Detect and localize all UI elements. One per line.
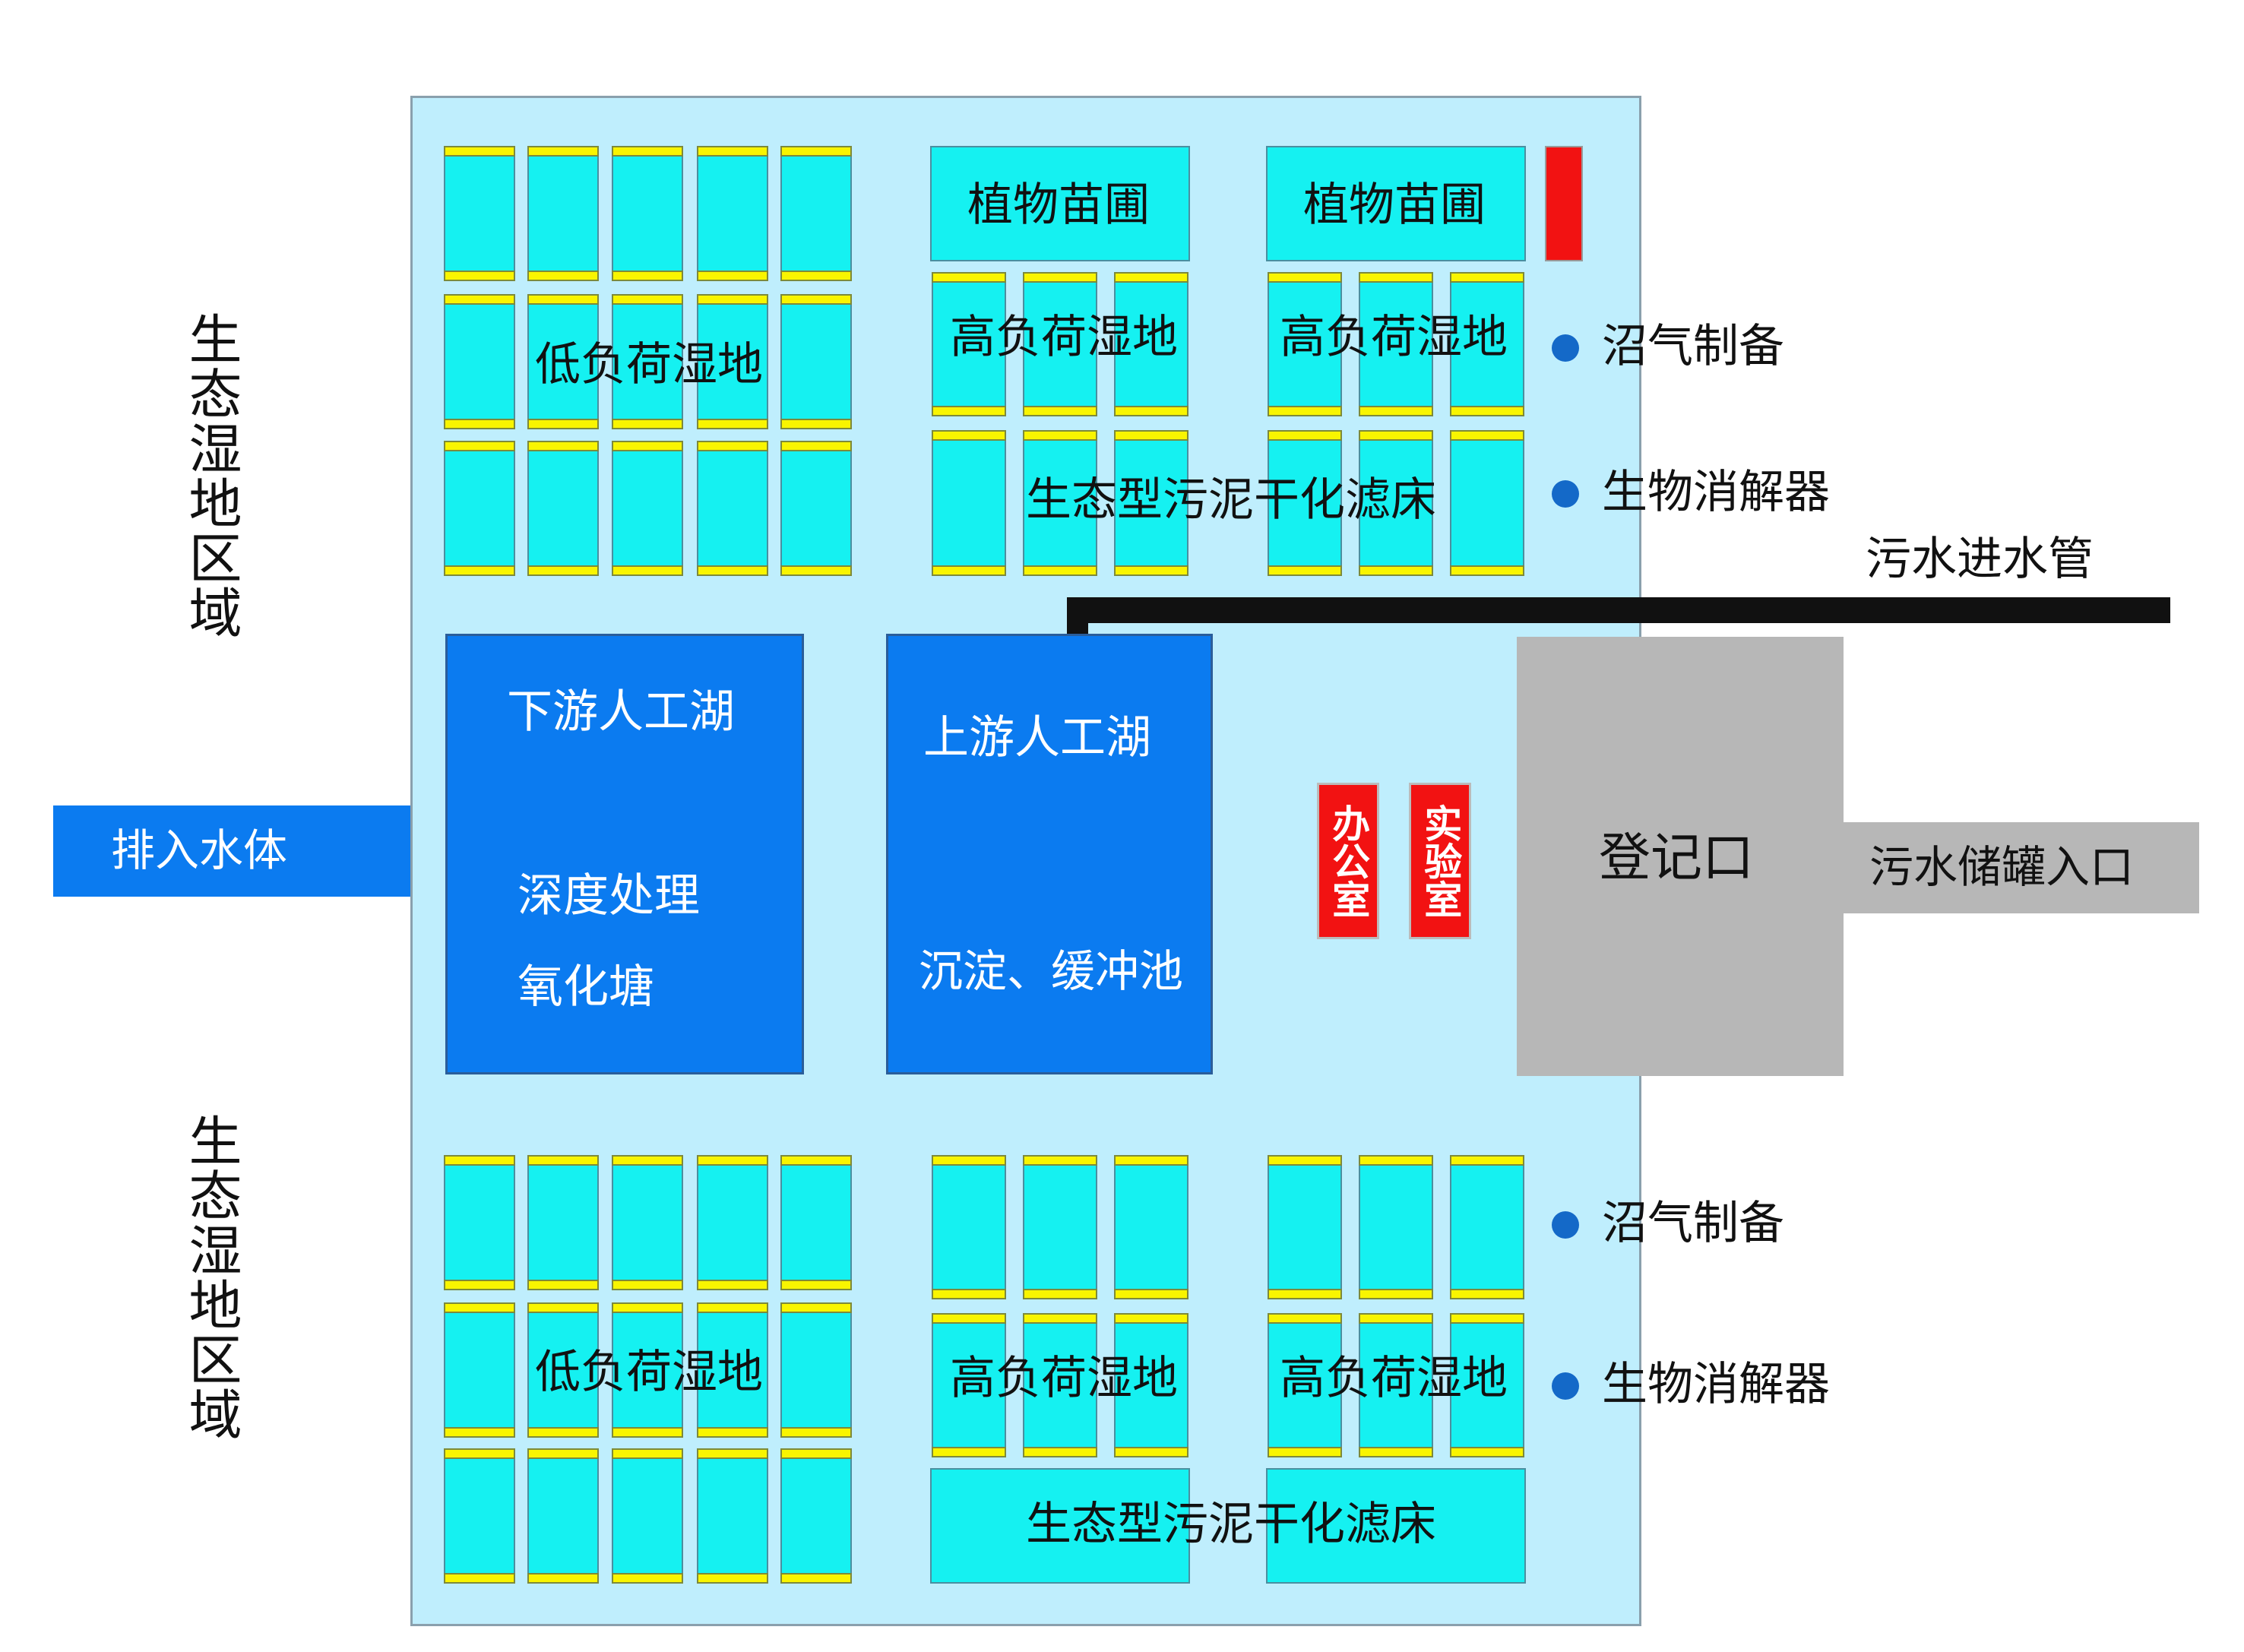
bullet-biogas-bottom — [1552, 1211, 1579, 1239]
high-load-wetland-bottom-1-label: 高负荷湿地 — [950, 1352, 1178, 1405]
nursery-2 — [1266, 146, 1526, 261]
bullet-biogas-top — [1552, 334, 1579, 362]
nursery-1 — [930, 146, 1190, 261]
tank-entrance: 污水储罐入口 — [1842, 822, 2199, 913]
upstream-lake: 上游人工湖 沉淀、缓冲池 — [886, 634, 1213, 1074]
office-building: 办公室 — [1317, 783, 1379, 939]
high-load-wetland-top-2-label: 高负荷湿地 — [1280, 311, 1508, 364]
inlet-pipe-horizontal — [1067, 597, 2170, 623]
digester-top-label: 生物消解器 — [1602, 466, 1830, 519]
digester-bottom-label: 生物消解器 — [1602, 1358, 1830, 1411]
zone-label-top: 生态湿地区域 — [180, 312, 242, 640]
biogas-bottom-label: 沼气制备 — [1602, 1197, 1784, 1250]
zone-label-bottom: 生态湿地区域 — [180, 1113, 242, 1442]
downstream-lake-line2: 氧化塘 — [517, 961, 654, 1014]
registration-building: 登记口 — [1517, 637, 1844, 1076]
nursery-1-label: 植物苗圃 — [967, 179, 1150, 232]
tank-entrance-label: 污水储罐入口 — [1869, 841, 2135, 893]
low-load-wetland-bottom-label: 低负荷湿地 — [535, 1346, 763, 1399]
sludge-bed-bottom-1 — [930, 1468, 1190, 1584]
nursery-2-label: 植物苗圃 — [1303, 179, 1486, 232]
high-load-wetland-top-1-label: 高负荷湿地 — [950, 311, 1178, 364]
red-marker — [1545, 146, 1583, 261]
bullet-digester-top — [1552, 480, 1579, 508]
outlet-label: 排入水体 — [111, 824, 288, 876]
bullet-digester-bottom — [1552, 1372, 1579, 1400]
upstream-lake-line1: 沉淀、缓冲池 — [919, 945, 1184, 997]
low-load-wetland-top-label: 低负荷湿地 — [535, 338, 763, 391]
sludge-bed-bottom-2 — [1266, 1468, 1526, 1584]
outlet-channel: 排入水体 — [53, 805, 412, 897]
downstream-lake: 下游人工湖 深度处理 氧化塘 — [445, 634, 804, 1074]
sludge-bed-bottom-label: 生态型污泥干化滤床 — [1026, 1498, 1436, 1551]
upstream-lake-title: 上游人工湖 — [923, 711, 1151, 764]
high-load-wetland-bottom-2-label: 高负荷湿地 — [1280, 1352, 1508, 1405]
sludge-bed-top-label: 生态型污泥干化滤床 — [1026, 473, 1436, 527]
inlet-pipe-label: 污水进水管 — [1866, 533, 2094, 586]
lab-building: 实验室 — [1409, 783, 1471, 939]
registration-label: 登记口 — [1599, 828, 1755, 888]
biogas-top-label: 沼气制备 — [1602, 320, 1784, 373]
downstream-lake-line1: 深度处理 — [517, 869, 700, 923]
downstream-lake-title: 下游人工湖 — [507, 685, 735, 739]
